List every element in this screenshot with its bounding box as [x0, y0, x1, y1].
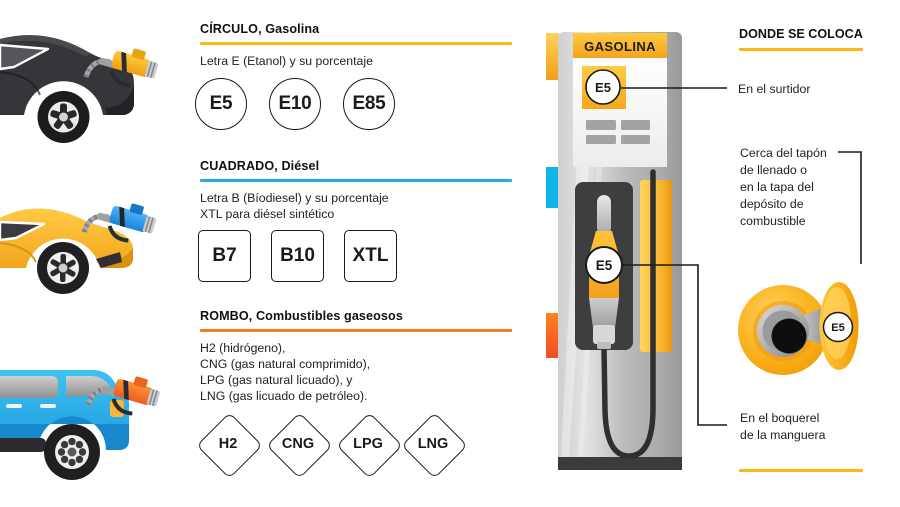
fuel-badge-b7: B7 — [198, 230, 251, 282]
section-description: Letra B (Bíodiesel) y su porcentaje XTL … — [200, 191, 389, 221]
pump-display-badge: E5 — [595, 80, 611, 95]
section-diamond-gaseous: ROMBO, Combustibles gaseosos H2 (hidróge… — [195, 309, 512, 479]
pump-tab-yellow — [546, 33, 559, 80]
blue-van-icon — [0, 370, 160, 480]
fuel-badge-h2: H2 — [195, 411, 263, 479]
fuel-badge-xtl: XTL — [344, 230, 397, 282]
annotation-dispenser: En el surtidor — [738, 82, 811, 96]
fuel-pump-icon: GASOLINA E5 E5 — [546, 32, 682, 470]
fuel-badge-cng: CNG — [265, 411, 333, 479]
pump-base — [558, 457, 682, 470]
pump-nozzle-icon: E5 — [585, 195, 623, 349]
section-title: CÍRCULO, Gasolina — [200, 22, 320, 36]
pump-tab-cyan — [546, 167, 559, 208]
wheel-icon — [37, 242, 89, 294]
pump-display-bars — [586, 120, 650, 144]
pump-tab-orange — [546, 313, 559, 358]
bracket-to-cap — [838, 151, 862, 264]
placement-title: DONDE SE COLOCA — [739, 27, 863, 41]
fuel-badge-lng: LNG — [400, 411, 468, 479]
hose-holder-strip — [640, 180, 672, 352]
wheel-icon — [44, 424, 100, 480]
pump-header-label: GASOLINA — [584, 39, 656, 54]
yellow-car-icon — [0, 203, 156, 294]
section-description: Letra E (Etanol) y su porcentaje — [200, 54, 373, 68]
filler-hole — [771, 318, 807, 354]
cap-e5-circle — [822, 311, 854, 343]
fuel-nozzle-icon — [85, 376, 160, 416]
line-to-boquerel — [622, 264, 727, 426]
fuel-badge-b10: B10 — [271, 230, 324, 282]
section-accent-rule — [200, 179, 512, 182]
section-title: ROMBO, Combustibles gaseosos — [200, 309, 403, 323]
pump-hose — [601, 169, 656, 459]
section-square-diesel: CUADRADO, Diésel Letra B (Bíodiesel) y s… — [198, 159, 512, 282]
section-title: CUADRADO, Diésel — [200, 159, 320, 173]
wheel-icon — [37, 91, 90, 143]
placement-accent-rule — [739, 48, 863, 51]
fuel-badge-lpg: LPG — [335, 411, 403, 479]
fuel-nozzle-icon — [81, 203, 156, 243]
section-accent-rule — [200, 42, 512, 45]
pump-header-band — [573, 33, 667, 58]
cap-badge: E5 — [831, 322, 844, 334]
pump-e5-circle — [585, 69, 621, 105]
car-body — [0, 35, 134, 115]
square-badge-row: B7 B10 XTL — [198, 230, 512, 282]
fuel-badge-e5: E5 — [195, 78, 247, 130]
diamond-badge-row: H2 CNG LPG LNG — [195, 411, 512, 479]
placement-bottom-rule — [739, 469, 863, 472]
section-circle-gasolina: CÍRCULO, Gasolina Letra E (Etanol) y su … — [195, 22, 512, 130]
fuel-cap-icon: E5 — [738, 282, 859, 375]
fuel-badge-e85: E85 — [343, 78, 395, 130]
black-car-icon — [0, 35, 158, 143]
car-body — [0, 208, 133, 268]
annotation-filler-cap: Cerca del tapón de llenado o en la tapa … — [740, 146, 827, 228]
pump-nozzle-badge: E5 — [596, 258, 613, 273]
fuel-nozzle-icon — [83, 48, 158, 88]
circle-badge-row: E5 E10 E85 — [195, 78, 512, 130]
section-description: H2 (hidrógeno), CNG (gas natural comprim… — [200, 341, 371, 403]
fuel-badge-e10: E10 — [269, 78, 321, 130]
section-accent-rule — [200, 329, 512, 332]
annotation-nozzle: En el boquerel de la manguera — [740, 411, 826, 442]
